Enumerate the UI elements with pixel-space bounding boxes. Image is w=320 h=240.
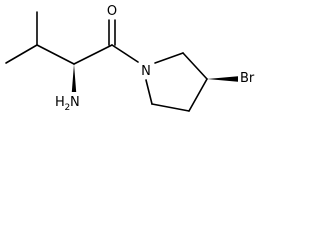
amine-subscript: 2 [65,103,71,113]
bond-alpha-to-carbonyl [73,44,113,65]
atom-label-bromine: Br [240,71,255,86]
amine-n-label: N [70,95,80,110]
bond-ring-c3-c4 [188,78,208,112]
bond-ring-c5-n [145,79,153,105]
amine-h-label: H [55,95,65,110]
bond-ch-to-alpha [36,44,75,65]
bond-methyl-left [5,44,38,64]
atom-label-amine: H 2 N [55,95,80,113]
bond-ring-n-c2 [154,52,184,64]
bond-carbonyl-to-nitrogen [111,44,139,63]
stereo-wedge-alpha-amine [71,64,77,92]
atom-label-oxygen: O [107,4,117,19]
bond-ring-c2-c3 [182,52,208,80]
chemical-structure: O N Br H 2 N [5,4,255,113]
bond-ring-c4-c5 [151,103,190,112]
stereo-wedge-ring-bromine [207,76,238,82]
atom-label-nitrogen: N [141,64,151,79]
